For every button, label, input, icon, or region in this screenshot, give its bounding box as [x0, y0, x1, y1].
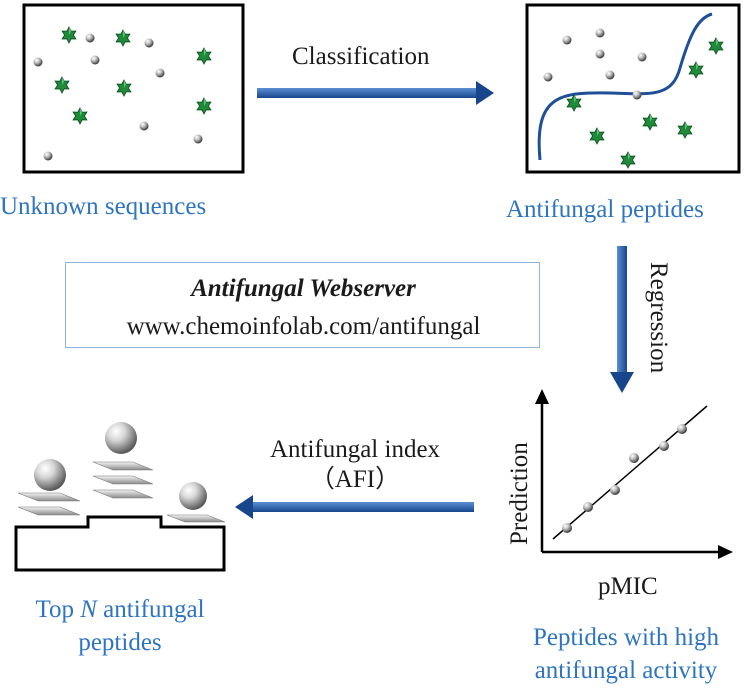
- afi-label-line2: （AFI）: [309, 466, 401, 493]
- data-point: [583, 502, 593, 512]
- sequence-dot-icon: [632, 90, 642, 100]
- webserver-url[interactable]: www.chemoinfolab.com/antifungal: [126, 313, 481, 340]
- afi-label-line1: Antifungal index: [269, 436, 441, 463]
- y-axis-label: Prediction: [506, 442, 533, 545]
- prediction-scatter-plot: [535, 389, 733, 559]
- data-point: [629, 453, 639, 463]
- webserver-box: Antifungal Webserver www.chemoinfolab.co…: [65, 262, 540, 348]
- sequence-dot-icon: [144, 38, 154, 48]
- sequence-dot-icon: [193, 134, 203, 144]
- classification-boundary-curve: [537, 12, 713, 161]
- sequence-dot-icon: [90, 55, 100, 65]
- sequence-dot-icon: [595, 49, 605, 59]
- high-activity-line1: Peptides with high: [532, 624, 720, 651]
- sequence-dot-icon: [595, 28, 605, 38]
- sequence-dot-icon: [562, 35, 572, 45]
- sequence-dot-icon: [43, 151, 53, 161]
- sequence-dot-icon: [85, 33, 95, 43]
- afi-arrow: [235, 495, 474, 519]
- regression-arrow: [610, 246, 634, 393]
- data-point: [610, 485, 620, 495]
- top-n-italic: N: [80, 596, 97, 623]
- top-suffix-text: antifungal: [96, 596, 205, 623]
- antifungal-peptides-label: Antifungal peptides: [506, 196, 704, 223]
- sphere-on-stack-icon: [166, 482, 226, 523]
- sequence-dot-icon: [605, 70, 615, 80]
- high-activity-label: Peptides with high antifungal activity: [506, 621, 746, 687]
- sequence-dot-icon: [155, 68, 165, 78]
- top-n-label: Top N antifungal peptides: [5, 593, 235, 659]
- top-prefix-text: Top: [35, 596, 81, 623]
- unknown-sequences-box: [22, 3, 245, 174]
- data-point: [677, 424, 687, 434]
- sequence-dot-icon: [139, 121, 149, 131]
- classification-label: Classification: [292, 43, 430, 70]
- regression-label: Regression: [645, 262, 672, 374]
- sphere-on-stack-icon: [92, 422, 154, 499]
- data-point: [562, 523, 572, 533]
- top-n-line1: Top N antifungal: [5, 593, 235, 626]
- sequence-dot-icon: [33, 57, 43, 67]
- high-activity-line2: antifungal activity: [534, 657, 718, 684]
- antifungal-peptides-box: [525, 3, 741, 174]
- ranking-podium: [14, 422, 226, 572]
- unknown-sequences-label: Unknown sequences: [0, 193, 207, 220]
- data-point: [659, 441, 669, 451]
- sequence-dot-icon: [543, 72, 553, 82]
- top-n-line2: peptides: [78, 629, 162, 656]
- webserver-title: Antifungal Webserver: [191, 275, 416, 302]
- classification-arrow: [257, 81, 494, 105]
- sequence-dot-icon: [637, 52, 647, 62]
- x-axis-label: pMIC: [598, 573, 658, 600]
- sphere-on-stack-icon: [17, 459, 81, 516]
- afi-label: Antifungal index （AFI）: [240, 435, 470, 495]
